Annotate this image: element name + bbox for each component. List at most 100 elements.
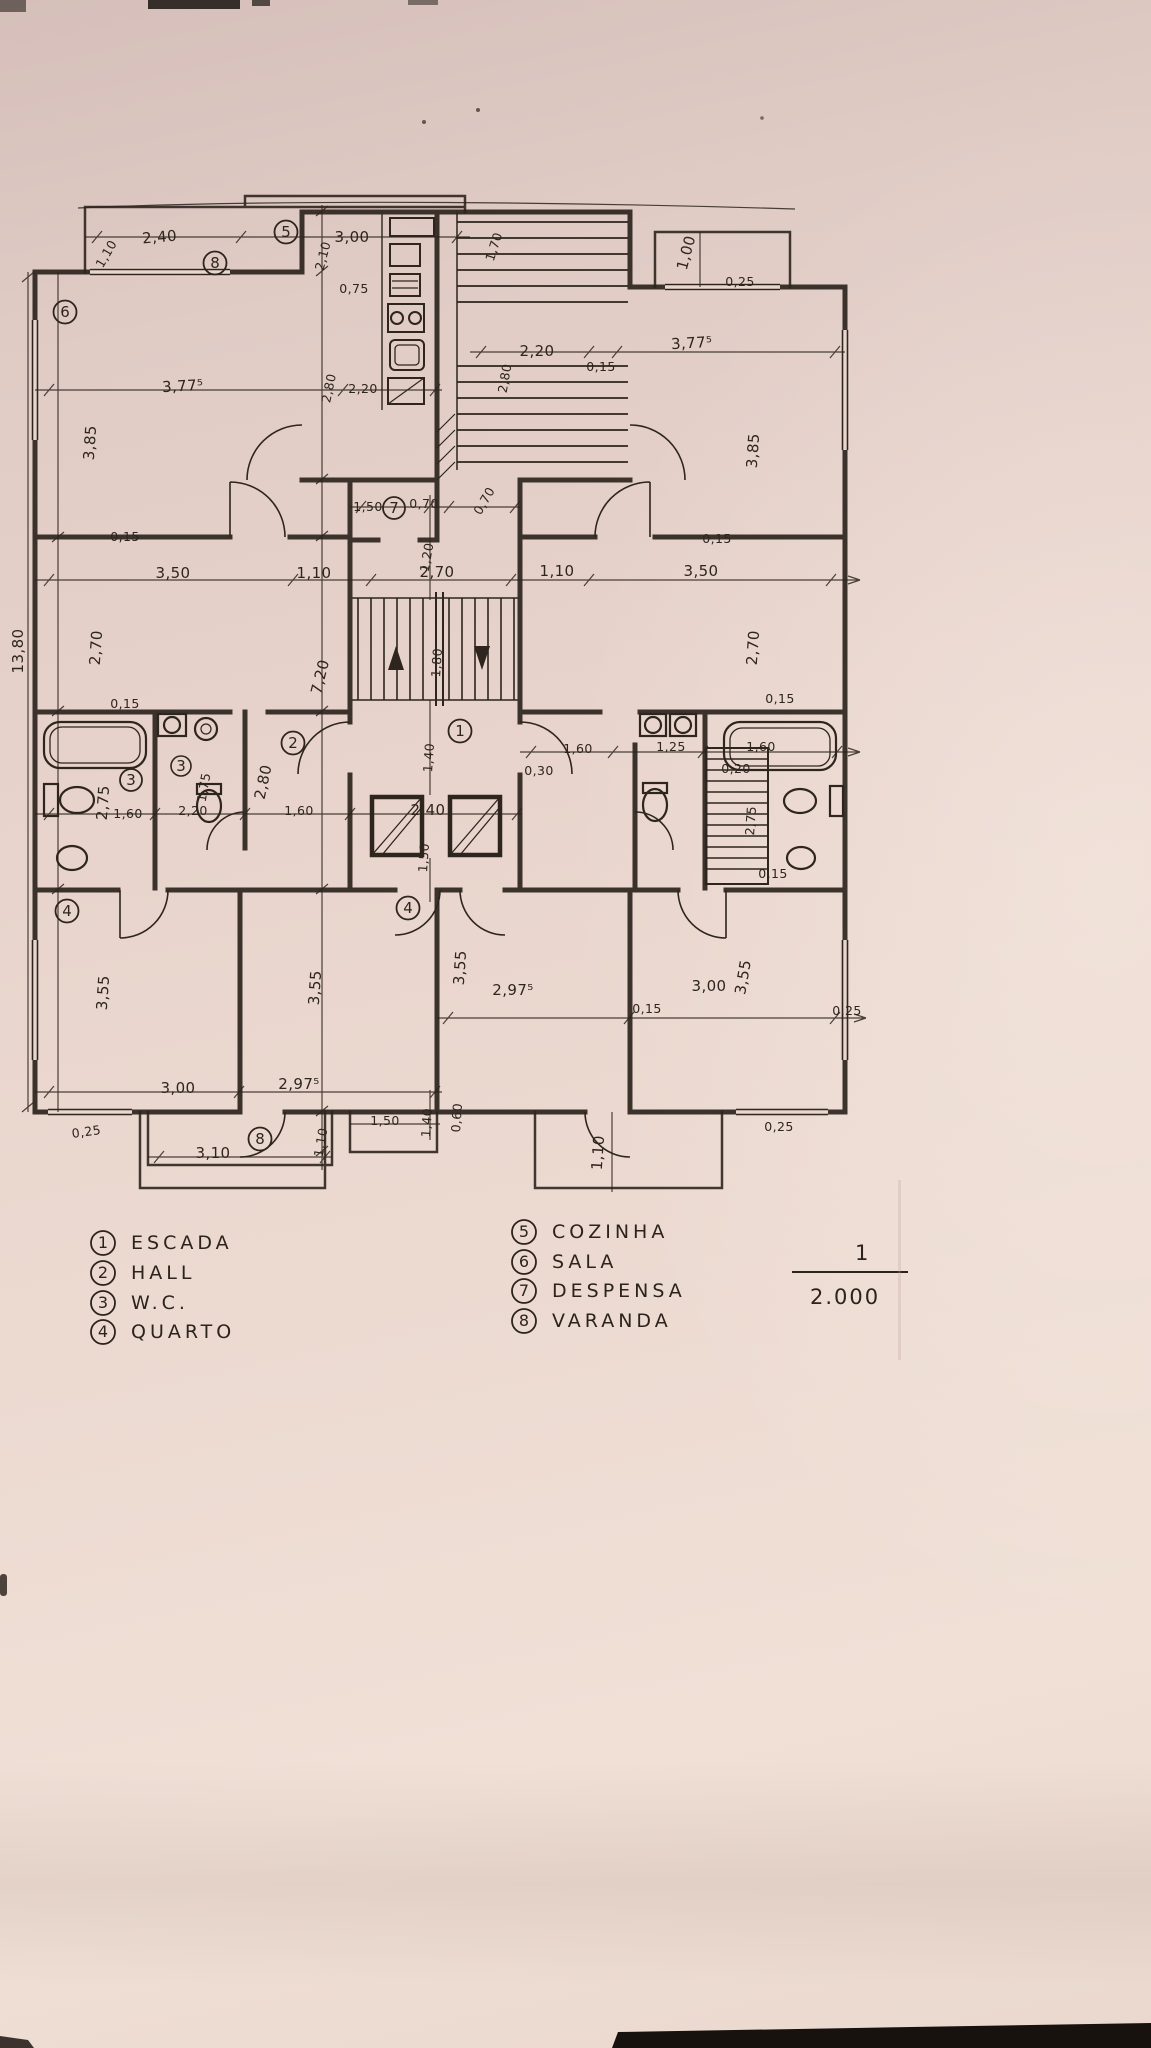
- dim-label: 3,10: [196, 1144, 231, 1162]
- dim-label: 0,70: [470, 484, 498, 517]
- svg-text:DESPENSA: DESPENSA: [552, 1280, 686, 1302]
- svg-text:4: 4: [98, 1322, 108, 1341]
- dim-label: 0,15: [632, 1001, 661, 1016]
- main-staircase: [352, 592, 518, 706]
- legend-item: 1 ESCADA: [90, 1230, 233, 1256]
- dim-label: 1,60: [563, 741, 592, 756]
- room-marker: 2: [280, 730, 306, 756]
- ink-dot: [476, 108, 480, 112]
- service-hatch-area: [705, 747, 769, 885]
- bathtub-left: [42, 720, 148, 770]
- svg-text:8: 8: [210, 254, 220, 272]
- dim-label: 0,25: [764, 1119, 793, 1134]
- room-marker: 4: [395, 895, 421, 921]
- dim-label: 0,25: [832, 1003, 861, 1018]
- svg-text:2: 2: [98, 1263, 108, 1282]
- dim-label: 1,10: [92, 237, 120, 270]
- toilet-left: [58, 785, 96, 815]
- dim-label: 1,75: [194, 771, 214, 803]
- legend-item: 6 SALA: [511, 1249, 617, 1275]
- dim-label: 1,60: [113, 806, 142, 821]
- balconies: [83, 194, 792, 1190]
- dim-label: 1,60: [746, 739, 775, 754]
- dim-label: 3,55: [731, 958, 755, 996]
- legend-item: 4 QUARTO: [90, 1319, 231, 1345]
- dim-label: 2,20: [520, 342, 555, 360]
- room-marker: 3: [170, 755, 192, 777]
- scale-denominator: 2.000: [810, 1285, 880, 1309]
- dim-label: 0,15: [702, 531, 731, 546]
- photo-edge-top-mark: [252, 0, 270, 6]
- dim-label: 2,70: [420, 563, 455, 581]
- dim-label: 0,15: [110, 529, 139, 544]
- dim-label: 3,50: [684, 562, 719, 580]
- dim-label: 2,20: [348, 381, 377, 396]
- dim-label: 2,80: [495, 362, 515, 394]
- svg-text:8: 8: [519, 1311, 529, 1330]
- kitchen-sink: [389, 339, 425, 371]
- legend: 1 ESCADA 2 HALL 3 W.C. 4 QUARTO 5 COZINH…: [90, 1219, 686, 1345]
- dim-label: 0,60: [448, 1102, 465, 1132]
- dim-label: 1,40: [418, 1107, 435, 1137]
- legend-item: 3 W.C.: [90, 1290, 185, 1316]
- dim-label: 1,20: [417, 541, 437, 573]
- dim-label: 3,55: [93, 975, 113, 1011]
- balcony-bottom-left: [138, 1110, 334, 1190]
- svg-text:SALA: SALA: [552, 1251, 617, 1273]
- svg-text:7: 7: [519, 1281, 529, 1300]
- dim-label: 0,25: [71, 1122, 102, 1141]
- dim-label: 1,00: [673, 233, 699, 271]
- sink-right: [785, 845, 817, 871]
- dim-label: 1,10: [311, 1126, 331, 1158]
- svg-text:ESCADA: ESCADA: [131, 1232, 233, 1254]
- dim-label: 2,20: [178, 803, 207, 818]
- svg-text:2: 2: [288, 734, 298, 752]
- room-markers: 5 8 6 7 2 1 3 3 4 4 8: [52, 219, 473, 1152]
- dim-label: 2,97⁵: [278, 1075, 319, 1093]
- bathroom-fixtures-right: [638, 712, 845, 885]
- photo-edge-top-mark: [0, 0, 26, 12]
- svg-text:4: 4: [403, 899, 413, 917]
- svg-text:3: 3: [176, 757, 186, 775]
- room-marker: 4: [54, 898, 80, 924]
- entrance-stairs: [436, 212, 628, 481]
- dim-label: 1,10: [540, 562, 575, 580]
- svg-text:HALL: HALL: [131, 1262, 195, 1284]
- toilet-tank-right: [828, 784, 845, 818]
- dim-label: 3,00: [335, 228, 370, 246]
- dim-label: 3,77⁵: [671, 333, 713, 353]
- scale-fraction: 1 2.000: [792, 1241, 908, 1309]
- dim-label: 2,40: [411, 801, 446, 819]
- dim-label: 0,20: [721, 761, 750, 776]
- wall-hatch: [436, 413, 456, 481]
- sink-left: [55, 844, 89, 872]
- dim-label: 1,80: [428, 647, 445, 677]
- stair-handrail: [435, 592, 444, 706]
- dim-label: 1,60: [284, 803, 313, 818]
- dim-label: 3,00: [692, 977, 727, 995]
- svg-text:3: 3: [98, 1293, 108, 1312]
- stair-up-arrow: [388, 646, 404, 670]
- balcony-bottom-right: [533, 1110, 724, 1190]
- dim-label: 2,70: [86, 630, 106, 666]
- photo-edge-bottom-left: [0, 2036, 34, 2048]
- dim-label: 7,20: [307, 658, 333, 696]
- svg-text:8: 8: [255, 1130, 265, 1148]
- photo-edge-top-mark: [408, 0, 438, 5]
- dim-label: 3,77⁵: [162, 376, 204, 396]
- dim-label: 1,50: [415, 842, 432, 872]
- paper-edge-shade: [898, 1180, 901, 1360]
- dim-label: 1,10: [297, 564, 332, 582]
- scale-numerator: 1: [855, 1241, 870, 1265]
- svg-text:1: 1: [98, 1233, 108, 1252]
- svg-text:COZINHA: COZINHA: [552, 1221, 668, 1243]
- dimension-lines: [21, 201, 867, 1192]
- room-marker: 6: [52, 299, 78, 325]
- bathtub-right: [722, 720, 838, 772]
- svg-text:3: 3: [126, 771, 136, 789]
- stove: [387, 303, 425, 333]
- dim-label: 1,25: [656, 739, 685, 754]
- svg-text:5: 5: [519, 1222, 529, 1241]
